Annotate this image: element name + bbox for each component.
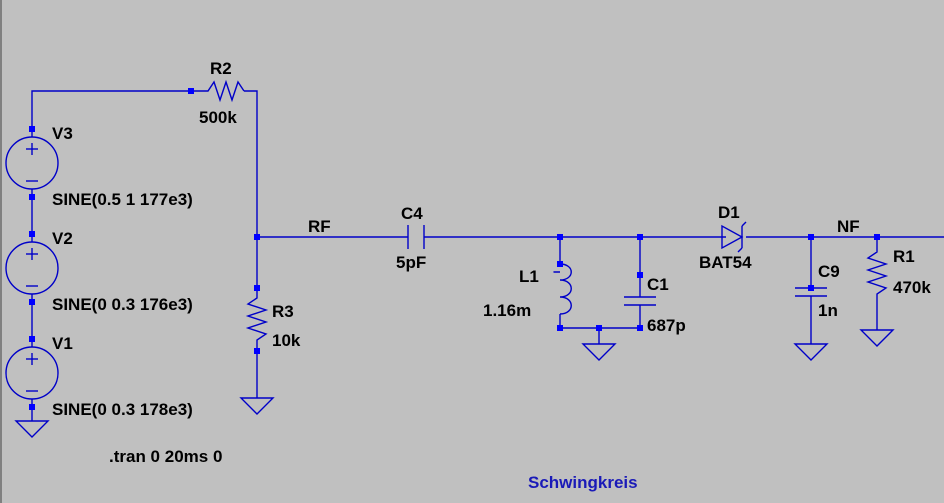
c9-name-label: C9 (818, 262, 840, 281)
pin-end (637, 272, 643, 278)
c1-value-label: 687p (647, 316, 686, 335)
ground-symbol (859, 329, 895, 347)
comment-text[interactable]: Schwingkreis (528, 473, 638, 492)
voltage-source-v1[interactable] (5, 339, 59, 407)
pin-end (29, 299, 35, 305)
pin-end (29, 194, 35, 200)
resistor-r2[interactable] (191, 79, 245, 103)
capacitor-c1[interactable] (624, 296, 656, 306)
junction-dot (596, 325, 602, 331)
pin-end (29, 231, 35, 237)
v2-name-label: V2 (52, 229, 73, 248)
r1-value-label: 470k (893, 278, 931, 297)
pin-end (557, 261, 563, 267)
d1-name-label: D1 (718, 203, 740, 222)
pin-end (254, 348, 260, 354)
inductor-l1[interactable] (553, 263, 572, 315)
c1-name-label: C1 (647, 275, 669, 294)
r3-value-label: 10k (272, 331, 301, 350)
r2-value-label: 500k (199, 108, 237, 127)
l1-value-label: 1.16m (483, 301, 531, 320)
spice-directive[interactable]: .tran 0 20ms 0 (109, 447, 222, 466)
l1-name-label: L1 (519, 267, 539, 286)
ground-symbol (239, 397, 275, 415)
c9-value-label: 1n (818, 301, 838, 320)
voltage-source-v2[interactable] (5, 234, 59, 302)
v3-name-label: V3 (52, 124, 73, 143)
junctions (29, 88, 880, 410)
pin-end (188, 88, 194, 94)
r3-name-label: R3 (272, 302, 294, 321)
pin-end (29, 404, 35, 410)
pin-end (29, 126, 35, 132)
pin-end (29, 336, 35, 342)
junction-dot (874, 234, 880, 240)
ground-symbol (581, 343, 617, 361)
junction-dot (254, 234, 260, 240)
resistor-r1[interactable] (865, 248, 889, 298)
v2-value-label: SINE(0 0.3 176e3) (52, 295, 193, 314)
resistor-r3[interactable] (245, 288, 269, 350)
wire-v3-r2 (31, 90, 191, 128)
junction-dot (637, 234, 643, 240)
wires (31, 90, 944, 421)
ground-symbol (793, 343, 829, 361)
c4-name-label: C4 (401, 204, 423, 223)
junction-dot (637, 325, 643, 331)
net-label-nf: NF (837, 217, 860, 236)
r2-name-label: R2 (210, 59, 232, 78)
junction-dot (557, 325, 563, 331)
v1-name-label: V1 (52, 334, 73, 353)
diode-d1[interactable] (721, 221, 747, 253)
net-label-rf: RF (308, 217, 331, 236)
wire-r2-rf (244, 90, 258, 237)
junction-dot (808, 234, 814, 240)
v1-value-label: SINE(0 0.3 178e3) (52, 400, 193, 419)
pin-end (808, 285, 814, 291)
ground-symbol (14, 420, 50, 438)
c4-value-label: 5pF (396, 253, 426, 272)
r1-name-label: R1 (893, 247, 915, 266)
pin-end (254, 285, 260, 291)
voltage-source-v3[interactable] (5, 128, 59, 197)
d1-value-label: BAT54 (699, 253, 752, 272)
junction-dot (557, 234, 563, 240)
capacitor-c4[interactable] (407, 225, 425, 249)
v3-value-label: SINE(0.5 1 177e3) (52, 190, 193, 209)
